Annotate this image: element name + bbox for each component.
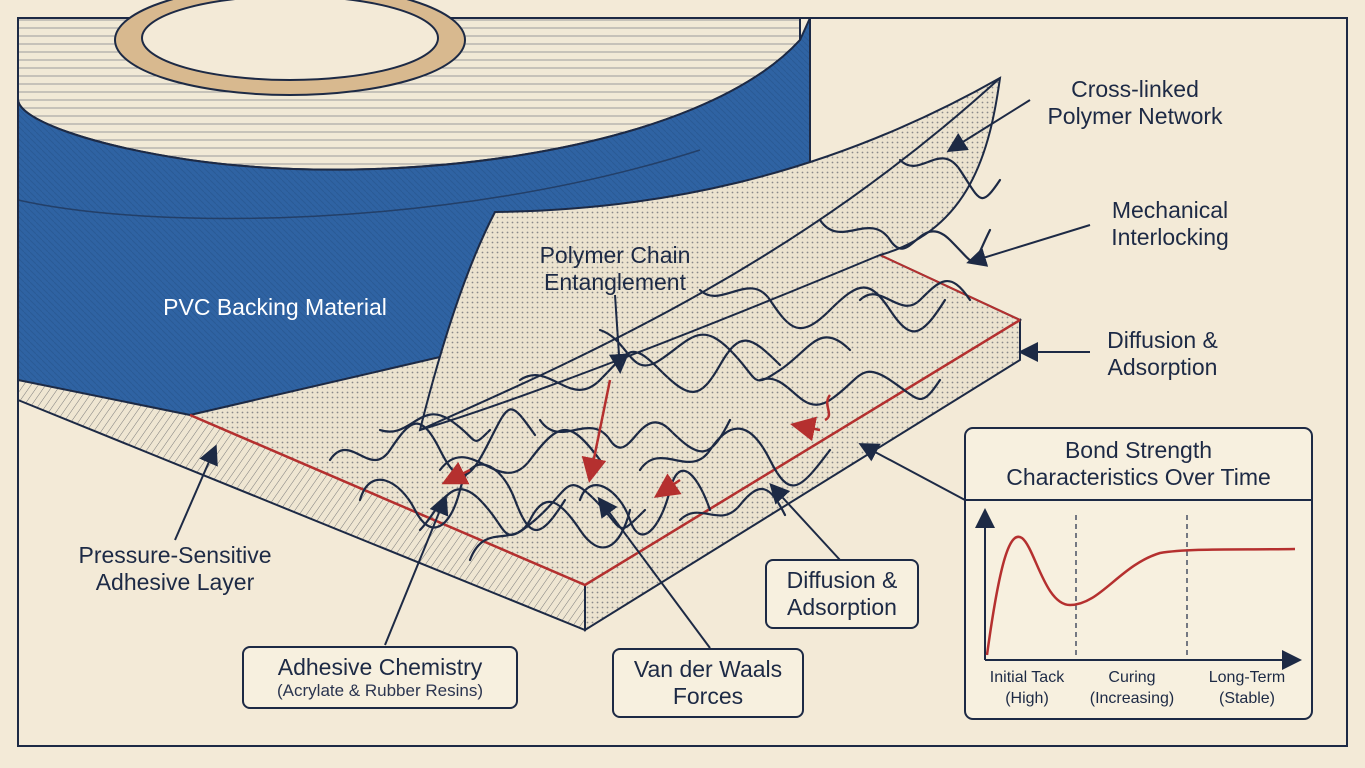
label-psa-layer-line1: Pressure-Sensitive: [78, 542, 272, 568]
label-pvc-backing-text: PVC Backing Material: [163, 294, 387, 320]
stage-initial-line1: Initial Tack: [989, 669, 1065, 686]
label-polymer-chain-line1: Polymer Chain: [539, 242, 691, 268]
label-diffusion-right-line2: Adsorption: [1107, 354, 1218, 381]
label-mechanical: Mechanical Interlocking: [1085, 197, 1255, 251]
label-cross-linked-line2: Polymer Network: [1047, 103, 1223, 130]
label-van-der-waals-box: Van der Waals Forces: [612, 648, 804, 719]
label-cross-linked-line1: Cross-linked: [1071, 76, 1199, 102]
stage-label-initial: Initial Tack (High): [975, 668, 1079, 710]
label-psa-layer-line2: Adhesive Layer: [95, 569, 255, 596]
label-diffusion-right: Diffusion & Adsorption: [1085, 327, 1240, 381]
label-diffusion-box: Diffusion & Adsorption: [765, 559, 919, 630]
leader-lines: [174, 99, 1091, 649]
label-cross-linked: Cross-linked Polymer Network: [1030, 76, 1240, 130]
stage-initial-line2: (High): [1005, 689, 1049, 707]
label-diffusion-box-line1: Diffusion &: [786, 567, 898, 593]
label-van-der-waals-line2: Forces: [672, 683, 744, 710]
label-mechanical-line1: Mechanical: [1111, 197, 1229, 223]
stage-label-curing: Curing (Increasing): [1078, 668, 1186, 710]
label-polymer-chain: Polymer Chain Entanglement: [510, 242, 720, 296]
label-mechanical-line2: Interlocking: [1111, 224, 1229, 251]
bond-strength-inset: [964, 427, 1313, 720]
stage-curing-line2: (Increasing): [1089, 689, 1175, 707]
inset-title: Bond Strength Characteristics Over Time: [970, 437, 1307, 491]
label-adhesive-chemistry: Adhesive Chemistry: [277, 654, 483, 680]
stage-longterm-line2: (Stable): [1218, 689, 1276, 707]
inset-title-line1: Bond Strength: [1064, 437, 1213, 463]
label-adhesive-chemistry-box: Adhesive Chemistry (Acrylate & Rubber Re…: [242, 646, 518, 710]
label-diffusion-box-line2: Adsorption: [787, 594, 897, 621]
stage-label-longterm: Long-Term (Stable): [1193, 668, 1301, 710]
label-pvc-backing: PVC Backing Material: [140, 294, 410, 321]
stage-longterm-line1: Long-Term: [1208, 669, 1286, 686]
bond-strength-curve: [985, 535, 1296, 656]
label-adhesive-chemistry-sub: (Acrylate & Rubber Resins): [277, 681, 483, 701]
label-diffusion-right-line1: Diffusion &: [1107, 327, 1218, 353]
red-force-arrows: [441, 379, 832, 498]
label-psa-layer: Pressure-Sensitive Adhesive Layer: [50, 542, 300, 596]
stage-curing-line1: Curing: [1108, 669, 1156, 686]
label-polymer-chain-line2: Entanglement: [544, 269, 686, 296]
inset-title-line2: Characteristics Over Time: [1006, 464, 1271, 491]
label-van-der-waals-line1: Van der Waals: [633, 656, 783, 682]
